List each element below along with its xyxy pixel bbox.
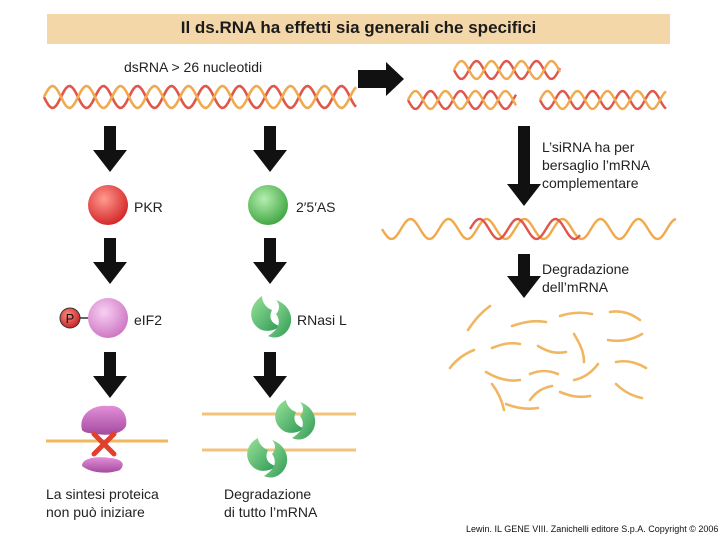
dsrna-helix [42,84,357,110]
eif2-label: eIF2 [134,312,163,328]
dsrna-strand-orange [42,84,357,110]
down-arrow-icon [253,126,287,172]
phosphate-label: P [66,311,75,326]
down-arrow-icon [93,238,127,284]
phosphate-icon [59,307,81,329]
sirna-duplexes [406,59,667,111]
mrna-fragments [448,304,648,412]
pkr-icon [88,185,128,225]
page-title: Il ds.RNA ha effetti sia generali che sp… [180,18,537,37]
blocked-translation [46,405,168,473]
dsrna-label: dsRNA > 26 nucleotidi [124,59,263,75]
mrna-degradation-scene [202,400,356,478]
rnasi-label: RNasi L [297,312,347,328]
down-arrow-icon [93,126,127,172]
down-arrow-icon [507,126,541,206]
down-arrow-icon [253,352,287,398]
eif2-icon [88,298,128,338]
title-bar: Il ds.RNA ha effetti sia generali che sp… [47,14,670,44]
mrna-degradation-label: Degradazione dell’mRNA [542,261,630,295]
as-label: 2′5′AS [296,199,336,215]
sirna-target-label: L’siRNA ha per bersaglio l’mRNA compleme… [542,139,651,191]
down-arrow-icon [93,352,127,398]
down-arrow-icon [507,254,541,298]
down-arrows [93,126,541,398]
pkr-label: PKR [134,199,163,215]
dsrna-strand-red [42,84,357,110]
rnasi-l-icon [251,296,292,338]
sirna-mrna-hybrid [380,217,677,241]
as-icon [248,185,288,225]
no-translation-label: La sintesi proteica non può iniziare [46,486,159,520]
ribosome-small-subunit-icon [82,457,123,473]
ribosome-large-subunit-icon [81,405,127,435]
right-arrow-icon [358,62,404,96]
block-x-icon [91,431,117,457]
credit-text: Lewin. IL GENE VIII. Zanichelli editore … [466,524,719,534]
total-degradation-label: Degradazione di tutto l’mRNA [224,486,318,520]
rnasi-l-icon [247,438,288,478]
rnasi-l-icon [275,400,316,440]
down-arrow-icon [253,238,287,284]
